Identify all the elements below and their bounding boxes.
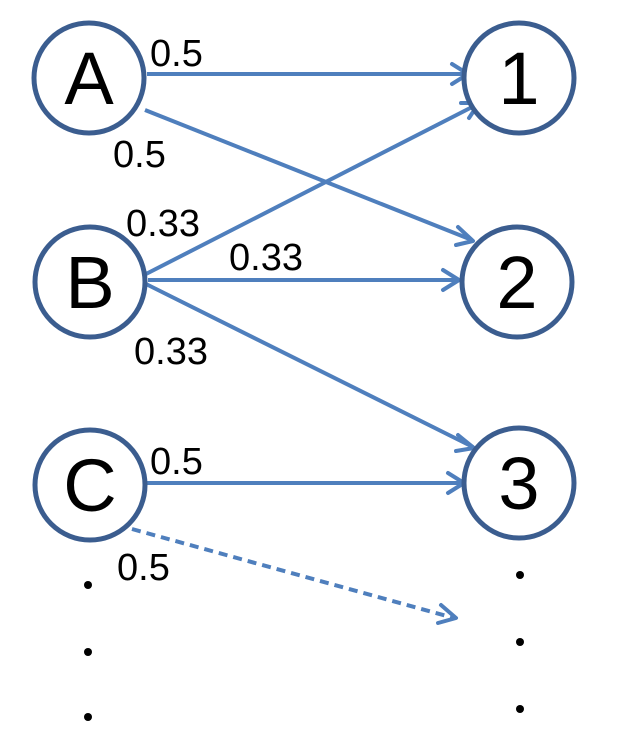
ellipsis-dot [516, 571, 524, 579]
ellipsis-dot [84, 713, 92, 721]
ellipsis-dot [516, 638, 524, 646]
edge-weight-label-b-1: 0.33 [126, 203, 200, 245]
node-label: 1 [498, 37, 539, 120]
ellipsis-dot [84, 581, 92, 589]
node-label: 2 [496, 241, 537, 324]
node-circle [32, 427, 148, 543]
right-ellipsis [516, 571, 524, 713]
edge-c-ellipsis [131, 527, 458, 625]
node-c: C [32, 427, 148, 543]
node-circle [31, 20, 147, 136]
edge-weight-label-c-ellipsis: 0.5 [117, 547, 170, 589]
node-circle [459, 224, 575, 340]
node-circle [32, 224, 148, 340]
edge-weight-label-a-1: 0.5 [150, 33, 203, 75]
edge-line [145, 102, 479, 276]
node-2: 2 [459, 224, 575, 340]
node-3: 3 [461, 425, 577, 541]
edge-weight-label-c-3: 0.5 [150, 441, 203, 483]
left-nodes: A B C [31, 20, 148, 543]
edge-b-2 [148, 268, 461, 292]
edge-weight-label-a-2: 0.5 [113, 134, 166, 176]
ellipsis-dot [84, 648, 92, 656]
edge-weight-label-b-3: 0.33 [134, 331, 208, 373]
node-1: 1 [461, 20, 577, 136]
edge-line [144, 108, 473, 242]
node-label: B [65, 241, 114, 324]
node-label: 3 [498, 442, 539, 525]
node-label: C [63, 444, 116, 527]
node-circle [461, 425, 577, 541]
edge-line-dashed [131, 527, 455, 620]
node-b: B [32, 224, 148, 340]
node-circle [461, 20, 577, 136]
node-label: A [64, 37, 114, 120]
right-nodes: 1 2 3 [459, 20, 577, 541]
node-a: A [31, 20, 147, 136]
edges [131, 62, 481, 625]
ellipsis-dot [516, 705, 524, 713]
arrowhead-icon [441, 268, 461, 292]
edge-a-2 [144, 108, 475, 247]
edge-line [145, 282, 474, 449]
left-ellipsis [84, 581, 92, 721]
arrowhead-icon [454, 433, 476, 453]
arrowhead-icon [454, 225, 475, 247]
edge-labels: 0.5 0.5 0.33 0.33 0.33 0.5 0.5 [113, 33, 303, 589]
arrowhead-icon [436, 603, 458, 625]
edge-weight-label-b-2: 0.33 [229, 237, 303, 279]
